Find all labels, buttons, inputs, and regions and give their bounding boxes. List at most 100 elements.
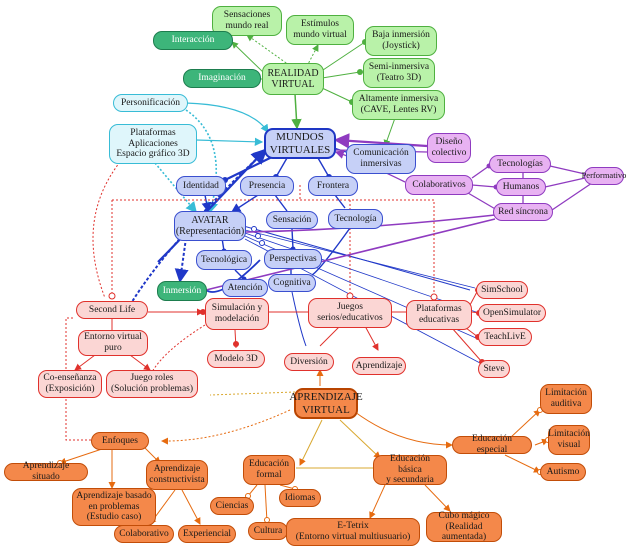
edge-av-enfoques: [161, 409, 291, 445]
edge-secondlife-mundos: [129, 148, 268, 306]
node-frontera: Frontera: [308, 176, 358, 196]
node-cubo-magico: Cubo mágico (Realidad aumentada): [426, 511, 502, 542]
node-perspectivas: Perspectivas: [264, 249, 322, 269]
edge-plataformas-avatar: [154, 162, 198, 214]
edge-identidad-avatar: [201, 194, 212, 213]
edge-realidad-baja: [319, 41, 366, 73]
edge-realidad-mundos: [291, 93, 302, 130]
node-limitacion-auditiva: Limitación auditiva: [540, 384, 592, 414]
edge-presencia-avatar: [230, 194, 259, 213]
node-interaccion: Interacción: [153, 31, 233, 50]
node-etetrix: E-Tetrix (Entorno virtual multiusuario): [286, 518, 420, 546]
node-cognitiva: Cognitiva: [268, 274, 316, 292]
node-presencia: Presencia: [240, 176, 294, 196]
edge-entorno-juegoroles: [129, 354, 151, 371]
edge-mundos-presencia: [275, 157, 288, 178]
edge-enfoques-situado: [59, 447, 106, 465]
edge-avatar-simschool: [244, 229, 476, 289]
node-entorno-virtual: Entorno virtual puro: [78, 330, 148, 356]
node-semi-inmersiva: Semi-inmersiva (Teatro 3D): [363, 58, 435, 88]
edge-tecnologias-performativo: [549, 165, 586, 175]
node-mundos-virtuales: MUNDOS VIRTUALES: [264, 128, 336, 159]
node-imaginacion: Imaginación: [183, 69, 261, 88]
node-simulacion: Simulación y modelación: [205, 298, 269, 330]
node-modelo-3d: Modelo 3D: [207, 350, 265, 368]
edge-perspectivas-diversion: [291, 291, 307, 347]
node-red-sincrona: Red síncrona: [493, 203, 553, 221]
node-tecnologica: Tecnológica: [196, 250, 252, 270]
edge-top-dotted: [112, 199, 435, 300]
node-aprendizaje-constructivista: Aprendizaje constructivista: [146, 460, 208, 490]
edge-personificacion-mundos: [185, 102, 269, 133]
edge-humanos-performativo: [544, 177, 586, 188]
node-coensenanza: Co-enseñanza (Exposición): [38, 370, 102, 398]
node-cultura: Cultura: [248, 522, 288, 540]
node-colaborativos: Colaborativos: [405, 175, 473, 195]
node-performativo: Performativo: [582, 167, 626, 185]
node-idiomas: Idiomas: [279, 489, 321, 507]
node-humanos: Humanos: [496, 178, 546, 196]
node-juegos: Juegos serios/educativos: [308, 298, 392, 328]
edge-formal-cultura: [264, 484, 268, 523]
edge-colaborativos-red: [467, 192, 498, 211]
node-diversion: Diversión: [284, 353, 334, 371]
node-diseno-colectivo: Diseño colectivo: [427, 133, 471, 163]
edge-especial-auditiva: [509, 409, 541, 439]
node-aprendizaje-situado: Aprendizaje situado: [4, 461, 88, 482]
edge-colaborativos-humanos: [471, 184, 497, 188]
node-avatar: AVATAR (Representación): [174, 211, 246, 241]
edge-sensacion-perspectivas: [291, 228, 294, 250]
edge-basica-cubo: [424, 484, 451, 512]
node-personificacion: Personificación: [113, 94, 188, 112]
node-plataformas-educativas: Plataformas educativas: [406, 300, 472, 330]
node-aprendizaje-problemas: Aprendizaje basado en problemas (Estudio…: [72, 488, 156, 526]
node-plataformas-aplicaciones: Plataformas Aplicaciones Espacio gráfico…: [109, 124, 197, 164]
edge-red-performativo: [551, 182, 593, 211]
edge-entorno-coensenanza: [74, 354, 96, 371]
node-aprendizaje: Aprendizaje: [352, 357, 406, 375]
node-inmersion: Inmersión: [157, 281, 207, 301]
edge-plataformas-mundos: [195, 137, 264, 146]
edge-simulacion-juegoroles: [151, 324, 206, 373]
node-limitacion-visual: Limitación visual: [548, 425, 590, 455]
node-estimulos: Estímulos mundo virtual: [286, 15, 354, 45]
edge-altamente-comunicacion: [383, 117, 396, 147]
edge-frontera-tecnologia: [334, 194, 346, 209]
edge-avatar-inmersion: [174, 237, 189, 283]
edge-av-formal: [299, 419, 323, 466]
edge-avatar-opensim: [244, 232, 477, 313]
node-identidad: Identidad: [176, 176, 226, 196]
node-juego-roles: Juego roles (Solución problemas): [106, 370, 198, 398]
edge-realidad-altamente: [321, 87, 353, 103]
edge-basica-etetrix: [369, 484, 386, 519]
node-second-life: Second Life: [76, 301, 148, 319]
node-tecnologias: Tecnologías: [489, 155, 551, 173]
node-realidad-virtual: REALIDAD VIRTUAL: [262, 63, 324, 95]
node-tecnologia: Tecnología: [328, 209, 383, 229]
edge-realidad-interaccion: [231, 41, 266, 75]
edge-plataformas-steve: [451, 327, 483, 363]
edge-juegos-aprendizaje: [364, 325, 379, 351]
edge-plataformas-secondlife: [92, 161, 121, 299]
edge-personificacion-avatar: [185, 109, 218, 214]
edge-juegos-diversion: [319, 325, 341, 347]
node-aprendizaje-virtual: APRENDIZAJE VIRTUAL: [289, 388, 363, 419]
node-comunicacion-inmersivas: Comunicación inmersivas: [346, 144, 416, 174]
edge-av-juegoroles: [209, 391, 296, 396]
edge-especial-autismo: [504, 454, 541, 473]
node-educacion-especial: Educación especial: [452, 434, 532, 455]
edge-presencia-sensacion: [274, 194, 288, 212]
edge-constructivista-experiencial: [181, 489, 201, 525]
node-teachlive: TeachLivE: [478, 328, 532, 346]
node-altamente-inmersiva: Altamente inmersiva (CAVE, Lentes RV): [352, 90, 445, 120]
node-educacion-basica: Educación básica y secundaria: [373, 454, 447, 485]
node-autismo: Autismo: [540, 463, 586, 481]
node-ciencias: Ciencias: [210, 497, 254, 515]
edge-colaborativos-tecnologias: [471, 165, 490, 179]
node-steve: Steve: [478, 360, 510, 378]
node-enfoques: Enfoques: [91, 432, 149, 450]
node-educacion-formal: Educación formal: [243, 455, 295, 485]
node-colaborativo: Colaborativo: [114, 525, 174, 543]
edge-av-especial: [354, 411, 453, 449]
